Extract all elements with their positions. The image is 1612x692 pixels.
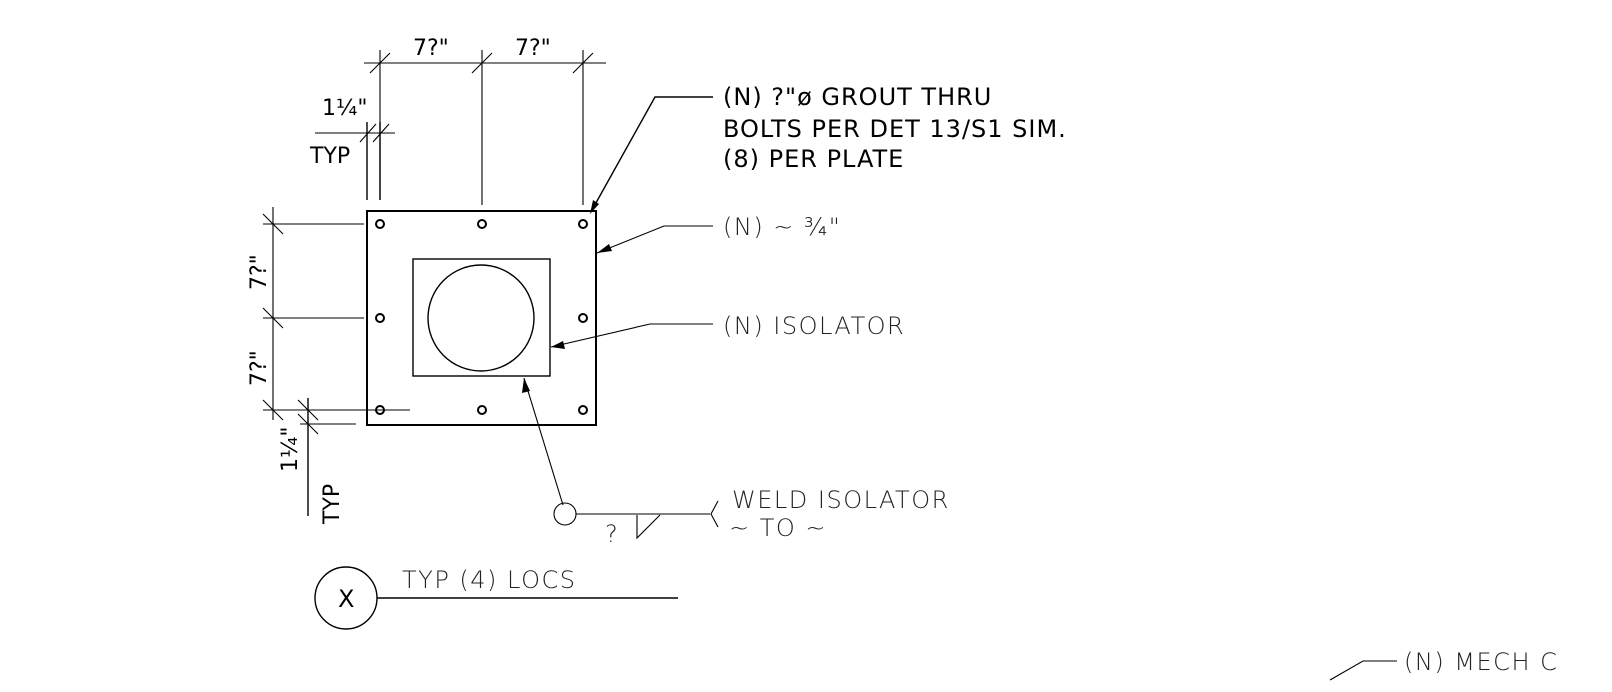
bolt-hole [578,219,588,229]
mech-note: (N) MECH C [1404,648,1558,676]
bolt-hole [578,313,588,323]
bolts-note-line2: BOLTS PER DET 13/S1 SIM. [723,115,1067,143]
mech-leader [1329,660,1397,681]
plate-leader [596,225,713,254]
bolt-hole [578,405,588,415]
weld-note-line1: WELD ISOLATOR [732,486,950,514]
isolator-body [427,264,535,372]
bolt-hole [375,219,385,229]
dim-top-edge: 1¼" [322,96,367,121]
bolt-holes [375,219,588,415]
weld-all-around-icon [553,502,577,526]
isolator-plate [412,258,551,377]
bolt-hole [477,219,487,229]
left-dimension-string [262,207,364,421]
base-plate [366,210,597,426]
isolator-note: (N) ISOLATOR [723,312,905,340]
dim-left-lower: 7?" [247,350,272,386]
top-edge-dimension [315,122,395,200]
bolt-hole [375,313,385,323]
detail-tag [314,566,678,630]
dim-bottom-edge-typ: TYP [320,484,345,525]
detail-tag-note: TYP (4) LOCS [402,566,576,594]
fillet-weld-icon [636,514,661,540]
isolator-leader [550,323,713,349]
bottom-edge-dimension [297,398,410,516]
dim-top-right: 7?" [515,36,551,61]
weld-symbol [522,377,719,540]
bolt-hole [375,405,385,415]
bolt-hole [477,405,487,415]
detail-tag-symbol: X [338,585,354,613]
bolts-note-line1: (N) ?"ø GROUT THRU [723,83,992,111]
dim-left-upper: 7?" [247,254,272,290]
weld-size: ? [605,520,619,548]
bolts-note-line3: (8) PER PLATE [723,145,904,173]
plate-note: (N) ~ ¾" [723,213,841,241]
bolts-leader [590,96,713,214]
dim-top-edge-typ: TYP [309,144,350,169]
dim-bottom-edge: 1¼" [278,427,303,472]
weld-note-line2: ~ TO ~ [729,514,827,542]
dim-top-left: 7?" [413,36,449,61]
top-dimension-string [364,50,606,205]
